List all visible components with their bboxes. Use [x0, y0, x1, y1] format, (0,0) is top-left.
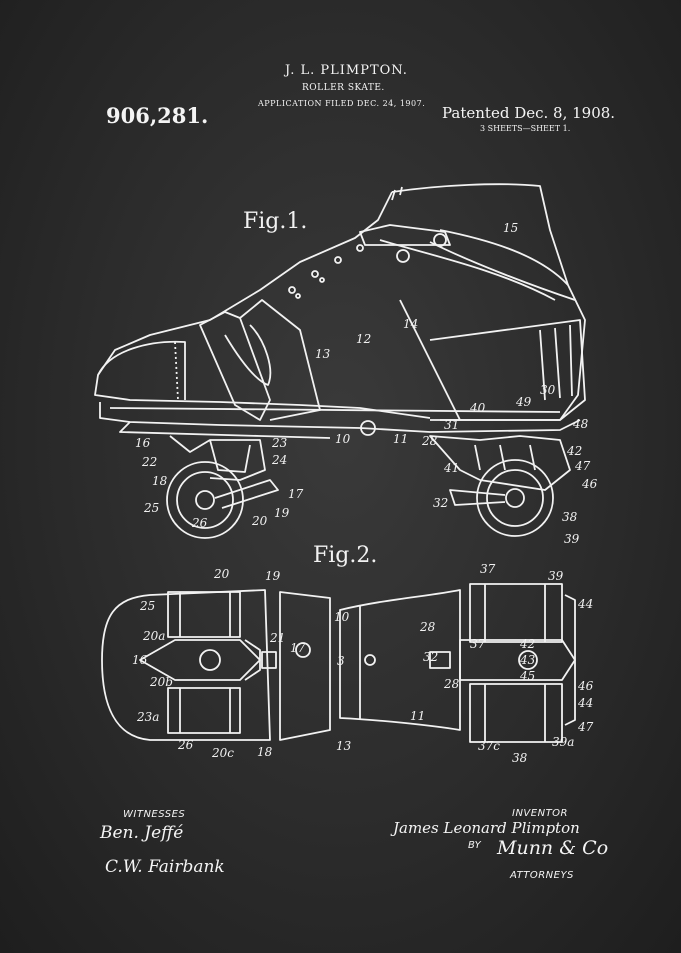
reference-numeral: 28 [443, 677, 460, 691]
inventor-name: J. L. PLIMPTON. [285, 63, 408, 78]
by-label: BY [468, 840, 481, 851]
reference-numeral: 14 [403, 317, 418, 331]
reference-numeral: 39a [552, 735, 574, 749]
application-filed: APPLICATION FILED DEC. 24, 1907. [258, 99, 426, 108]
reference-numeral: 25 [139, 599, 155, 613]
reference-numeral: 32 [423, 650, 438, 664]
reference-numeral: 37 [480, 562, 496, 576]
fig1-label: Fig.1. [243, 209, 307, 234]
reference-numeral: 47 [577, 720, 594, 734]
witness-signature-1: Ben. Jeffé [100, 823, 184, 843]
reference-numeral: 23 [271, 436, 288, 450]
reference-numeral: 39 [548, 569, 564, 583]
reference-numeral: 24 [271, 453, 287, 467]
reference-numeral: 42 [566, 444, 582, 458]
reference-numeral: 20a [142, 629, 165, 643]
reference-numeral: 17 [288, 487, 304, 501]
figure-1-reference-numerals: 15 12 14 13 10 11 28 40 49 30 31 48 16 22 23 24 18 17 25 26… [135, 221, 598, 546]
patent-title: ROLLER SKATE. [302, 83, 385, 93]
reference-numeral: 26 [191, 516, 208, 530]
reference-numeral: 11 [393, 432, 408, 446]
reference-numeral: 18 [257, 745, 273, 759]
reference-numeral: 19 [265, 569, 281, 583]
reference-numeral: 38 [512, 751, 528, 765]
reference-numeral: 22 [141, 455, 157, 469]
reference-numeral: 46 [581, 477, 598, 491]
reference-numeral: 32 [433, 496, 448, 510]
sheet-count: 3 SHEETS—SHEET 1. [480, 124, 571, 133]
reference-numeral: 10 [335, 432, 351, 446]
reference-numeral: 30 [540, 383, 556, 397]
reference-numeral: 20c [211, 746, 234, 760]
reference-numeral: 18 [152, 474, 168, 488]
figure-1-skate-side-view [94, 183, 586, 539]
inventor-signature: James Leonard Plimpton [393, 819, 580, 837]
reference-numeral: 31 [444, 418, 459, 432]
figure-2-skate-plan-view [101, 583, 576, 743]
reference-numeral: 44 [577, 696, 593, 710]
reference-numeral: 38 [562, 510, 578, 524]
reference-numeral: 12 [356, 332, 371, 346]
reference-numeral: 44 [577, 597, 593, 611]
reference-numeral: 20 [251, 514, 268, 528]
reference-numeral: 15 [503, 221, 518, 235]
witnesses-label: WITNESSES [123, 809, 186, 820]
reference-numeral: 28 [421, 434, 438, 448]
patented-date: Patented Dec. 8, 1908. [442, 104, 616, 122]
reference-numeral: 13 [336, 739, 352, 753]
reference-numeral: 20 [213, 567, 230, 581]
reference-numeral: 41 [443, 461, 459, 475]
reference-numeral: 49 [515, 395, 532, 409]
reference-numeral: 28 [419, 620, 436, 634]
reference-numeral: 25 [143, 501, 159, 515]
reference-numeral: 48 [572, 417, 589, 431]
reference-numeral: 46 [577, 679, 594, 693]
figure-labels: Fig.1. Fig.2. [243, 209, 377, 568]
attorney-signature: Munn & Co [497, 837, 609, 859]
reference-numeral: 37 [470, 637, 486, 651]
reference-numeral: 21 [269, 631, 285, 645]
reference-numeral: 19 [274, 506, 290, 520]
witness-signature-2: C.W. Fairbank [105, 857, 225, 877]
fig2-label: Fig.2. [313, 543, 377, 568]
reference-numeral: 39 [564, 532, 580, 546]
inventor-label: INVENTOR [512, 808, 568, 819]
reference-numeral: 13 [315, 347, 331, 361]
reference-numeral: 43 [519, 653, 536, 667]
reference-numeral: 26 [177, 738, 194, 752]
attorneys-label: ATTORNEYS [510, 870, 574, 881]
reference-numeral: 16 [135, 436, 151, 450]
reference-numeral: 10 [334, 610, 350, 624]
reference-numeral: 42 [519, 637, 535, 651]
reference-numeral: 47 [574, 459, 591, 473]
reference-numeral: 37c [478, 739, 500, 753]
reference-numeral: 16 [132, 653, 148, 667]
reference-numeral: 11 [410, 709, 425, 723]
reference-numeral: 20b [149, 675, 173, 689]
reference-numeral: 23a [136, 710, 159, 724]
reference-numeral: 3 [337, 654, 345, 668]
reference-numeral: 17 [290, 641, 306, 655]
patent-number: 906,281. [106, 103, 209, 128]
reference-numeral: 45 [519, 669, 535, 683]
reference-numeral: 40 [469, 401, 486, 415]
